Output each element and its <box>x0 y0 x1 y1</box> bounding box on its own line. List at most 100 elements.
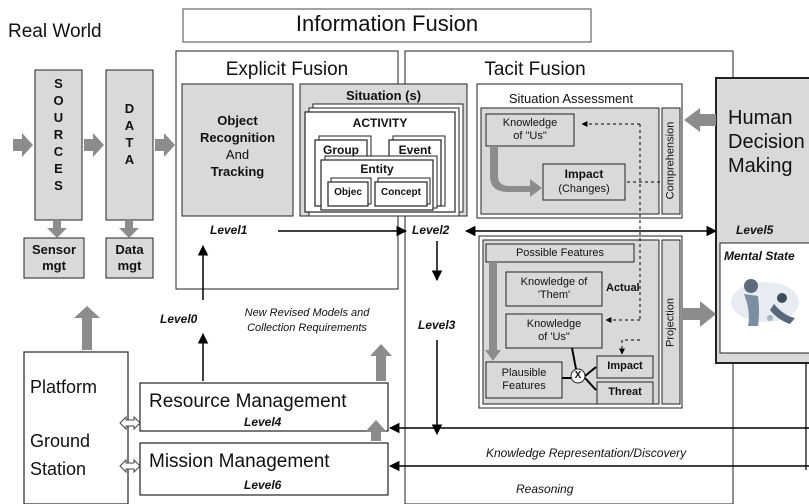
hollow-arrow-mission <box>119 458 141 474</box>
plausible-features-box <box>485 361 563 399</box>
sensor-mgt-label: Sensor mgt <box>24 242 84 274</box>
object-recognition-label: Object Recognition And Tracking <box>182 112 293 180</box>
knowledge-us-2-line2: of 'Us" <box>538 331 570 343</box>
x-to-impact <box>584 366 597 377</box>
real-world-label: Real World <box>8 21 102 42</box>
concept-box <box>374 181 428 207</box>
human-decision-label: Human Decision Making <box>728 106 805 178</box>
comprehension-bar <box>661 107 681 215</box>
sources-letters: S O U R C E S <box>35 75 82 194</box>
information-fusion-title: Information Fusion <box>295 11 479 36</box>
knowledge-us-1-line1: Knowledge <box>502 117 558 129</box>
knowledge-them-line1: Knowledge of <box>520 276 588 288</box>
x-mark-label: X <box>574 370 582 381</box>
level1-label: Level1 <box>210 223 248 237</box>
level3-label: Level3 <box>418 318 456 332</box>
level0-label: Level0 <box>160 312 198 326</box>
level2-label: Level2 <box>412 223 450 237</box>
object-recognition-line1: Object <box>217 113 258 128</box>
impact-label-2: Impact <box>607 360 643 372</box>
arrow-sources-to-sensor-mgt <box>47 220 67 238</box>
arrow-data-to-data-mgt <box>119 220 139 238</box>
data-letter: D <box>124 101 135 116</box>
entity-label: Entity <box>360 162 394 176</box>
sensor-mgt-line2: mgt <box>42 258 66 273</box>
object-recognition-line4: Tracking <box>210 164 265 179</box>
data-letter: T <box>125 135 134 150</box>
arrow-platform-up <box>74 306 100 350</box>
mission-management-box <box>139 442 389 496</box>
plausible-features-line1: Plausible <box>501 367 547 379</box>
arrow-mission-up <box>365 420 387 441</box>
tacit-fusion-title: Tacit Fusion <box>484 59 586 80</box>
reasoning-label: Reasoning <box>516 482 574 496</box>
impact-box-2 <box>596 355 654 379</box>
resource-management-box <box>139 382 389 432</box>
concept-label: Concept <box>381 187 421 198</box>
arrow-into-sources <box>13 133 33 157</box>
sources-letter: S <box>54 76 63 91</box>
human-line3: Making <box>728 155 793 177</box>
group-label: Group <box>323 143 359 157</box>
sources-column <box>34 69 83 221</box>
human-line2: Decision <box>728 131 805 153</box>
impact-box-1 <box>542 163 626 201</box>
plausible-features-line2: Features <box>502 380 546 392</box>
object-box <box>327 181 369 207</box>
data-column <box>105 69 154 221</box>
sources-letter: R <box>53 127 64 142</box>
projection-label: Projection <box>664 298 677 347</box>
plausible-features-label: Plausible Features <box>486 367 562 393</box>
object-label: Objec <box>334 187 362 198</box>
new-models-label: New Revised Models and Collection Requir… <box>222 306 392 336</box>
level5-label: Level5 <box>736 223 774 237</box>
data-mgt-line1: Data <box>115 242 144 257</box>
sources-letter: C <box>53 144 64 159</box>
level4-label: Level4 <box>244 415 282 429</box>
event-label: Event <box>398 143 432 157</box>
arrow-data-to-explicit <box>155 133 175 157</box>
comprehension-label: Comprehension <box>664 121 677 200</box>
platform-ground-box <box>23 351 129 504</box>
knowledge-us-2-line1: Knowledge <box>526 318 582 330</box>
situation-label: Situation (s) <box>345 88 422 103</box>
object-recognition-line3: And <box>225 147 250 162</box>
data-mgt-label: Data mgt <box>106 242 153 274</box>
mental-state-label: Mental State <box>724 249 795 263</box>
resource-management-label: Resource Management <box>149 391 347 412</box>
sources-letter: S <box>54 178 63 193</box>
possible-features-box <box>485 243 635 263</box>
arrow-sources-to-data <box>84 133 104 157</box>
platform-label: Platform <box>30 377 98 397</box>
station-label: Station <box>30 459 87 479</box>
ground-label: Ground <box>30 431 91 451</box>
changes-label: (Changes) <box>558 183 610 195</box>
knowledge-them-box <box>505 271 603 307</box>
mission-management-label: Mission Management <box>149 451 330 472</box>
x-to-threat <box>584 377 597 391</box>
sources-letter: O <box>53 93 64 108</box>
new-models-line1: New Revised Models and <box>244 307 370 319</box>
object-recognition-line2: Recognition <box>199 130 276 145</box>
human-line1: Human <box>728 107 793 129</box>
arrow-possible-to-plausible <box>485 262 501 361</box>
arrow-human-to-assessment <box>684 108 716 132</box>
new-models-line2: Collection Requirements <box>247 322 367 334</box>
arrow-resource-up <box>370 344 392 381</box>
sources-letter: U <box>53 110 64 125</box>
data-letters: D A T A <box>106 100 153 168</box>
knowledge-representation-label: Knowledge Representation/Discovery <box>486 446 687 460</box>
object-recognition-box <box>181 83 294 217</box>
level6-label: Level6 <box>244 478 282 492</box>
situation-assessment-label: Situation Assessment <box>508 91 634 106</box>
knowledge-us-box-2 <box>505 313 603 349</box>
sources-letter: E <box>54 161 63 176</box>
sensor-mgt-box <box>23 237 85 279</box>
knowledge-us-label-2: Knowledge of 'Us" <box>506 318 602 344</box>
possible-features-label: Possible Features <box>515 247 605 259</box>
projection-bar <box>661 239 681 405</box>
threat-label: Threat <box>608 386 642 398</box>
knowledge-them-line2: 'Them' <box>537 289 571 301</box>
